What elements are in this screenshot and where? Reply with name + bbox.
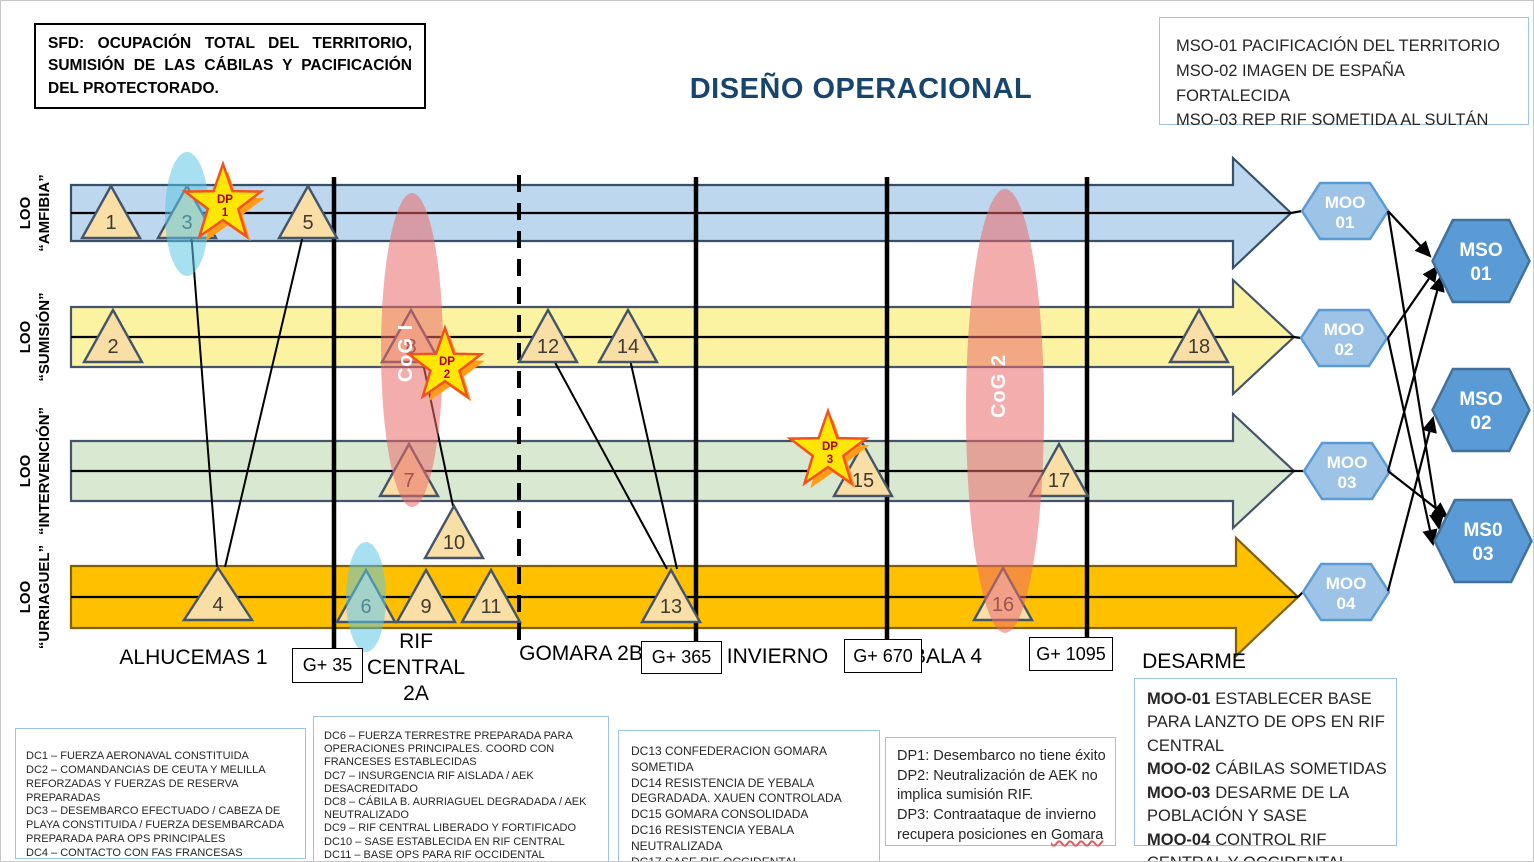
moo-mso-arrow: [1386, 274, 1445, 472]
dc-triangle-17: [1027, 441, 1091, 498]
moo-mso-arrow: [1386, 210, 1445, 531]
time-marker-g670: G+ 670: [844, 639, 922, 673]
dp-legend: DP1: Desembarco no tiene éxito DP2: Neut…: [885, 737, 1116, 846]
cog-ellipse: [381, 193, 443, 507]
moo-mso-arrow: [1387, 470, 1449, 519]
moo-hexagon-label: MOO: [1326, 574, 1367, 593]
mso-hexagon-label: 03: [1472, 544, 1493, 565]
dc-triangle-label-15: 15: [852, 470, 874, 492]
phase-label-alhucemas: ALHUCEMAS 1: [119, 646, 268, 669]
mso-hexagon-label: MSO: [1459, 389, 1502, 410]
loo-label-urriaguel: LOO “URRIAGUEL”: [17, 544, 53, 650]
mso-legend-line: MSO-03 REP RIF SOMETIDA AL SULTÁN: [1176, 111, 1489, 130]
dp-star-1: [181, 160, 265, 240]
dc-triangle-label-10: 10: [443, 532, 465, 554]
dc-triangle-14: [596, 307, 660, 364]
dc-triangle-5: [276, 183, 340, 240]
mso-hexagon-label: 02: [1470, 413, 1491, 434]
mso-hexagon-label: 01: [1470, 264, 1492, 285]
dc-triangle-label-14: 14: [617, 336, 639, 358]
phase-label-rif-central: RIF CENTRAL 2A: [366, 630, 466, 706]
dc-triangle-2: [81, 307, 145, 364]
dc-triangle-1: [79, 183, 143, 240]
dp-star-label-3: DP: [822, 441, 838, 453]
moo-mso-arrow: [1386, 415, 1437, 592]
moo-hexagon-label: 01: [1336, 213, 1355, 232]
connector-line: [224, 230, 305, 568]
phase-label-desarme: DESARME: [1142, 650, 1246, 673]
dp-star-3: [786, 407, 870, 487]
dc-triangle-label-4: 4: [212, 594, 223, 616]
dc-triangle-label-9: 9: [420, 596, 431, 618]
dc-triangle-label-11: 11: [481, 596, 502, 618]
dc-legend-3: DC13 CONFEDERACION GOMARA SOMETIDA DC14 …: [618, 730, 880, 861]
dc-triangle-11: [459, 567, 523, 624]
dp-star-label-2: DP: [439, 356, 455, 368]
moo-hexagon-label: MOO: [1327, 453, 1368, 472]
dc-triangle-label-18: 18: [1188, 336, 1210, 358]
cog-label: CoG 2: [988, 354, 1010, 418]
phase-label-invierno: INVIERNO: [726, 645, 829, 668]
mso-hexagon-label: MS0: [1463, 520, 1502, 541]
dc-legend-2: DC6 – FUERZA TERRESTRE PREPARADA PARA OP…: [313, 716, 609, 861]
moo-hexagon-label: MOO: [1325, 193, 1366, 212]
moo-hexagon-label: 02: [1335, 340, 1354, 359]
moo-hexagon-label: 03: [1338, 473, 1357, 492]
phase-label-gomara: GOMARA 2B: [519, 642, 643, 665]
dc-triangle-10: [422, 503, 486, 560]
moo-hexagon-label: MOO: [1324, 320, 1365, 339]
time-marker-g35: G+ 35: [292, 648, 363, 683]
dc-triangle-18: [1167, 307, 1231, 364]
moo-connector: [1290, 209, 1303, 215]
moo-mso-arrow: [1387, 265, 1439, 339]
moo-hexagon-04: [1301, 562, 1391, 622]
dc-triangle-label-17: 17: [1048, 470, 1070, 492]
dc-triangle-label-12: 12: [537, 336, 559, 358]
connector-line: [550, 354, 668, 570]
mso-hexagon-label: MSO: [1459, 240, 1502, 261]
time-marker-g365: G+ 365: [641, 641, 722, 674]
dc-triangle-13: [639, 567, 703, 624]
time-marker-g1095: G+ 1095: [1029, 637, 1113, 671]
dp-star-label-2: 2: [444, 369, 450, 381]
moo-mso-arrow: [1386, 337, 1438, 547]
cog-label: CoG I: [395, 324, 417, 382]
mso-hexagon-02: [1431, 367, 1531, 453]
dp-star-label-1: DP: [217, 194, 233, 206]
connector-line: [190, 230, 218, 568]
dc-triangle-label-5: 5: [302, 212, 313, 234]
moo-mso-arrow: [1387, 210, 1432, 258]
moo-hexagon-label: 04: [1337, 594, 1356, 613]
moo-hexagon-02: [1299, 308, 1389, 368]
dc-legend-1: DC1 – FUERZA AERONAVAL CONSTITUIDA DC2 –…: [15, 728, 306, 861]
moo-hexagon-03: [1302, 441, 1392, 501]
mso-legend-box: MSO-01 PACIFICACIÓN DEL TERRITORIO MSO-0…: [1159, 17, 1529, 129]
dp-star-label-1: 1: [222, 207, 229, 219]
dc-triangle-9: [394, 567, 458, 624]
page-title: DISEÑO OPERACIONAL: [689, 73, 1033, 105]
dc-triangle-label-1: 1: [105, 212, 116, 234]
highlight-ellipse: [165, 152, 209, 276]
mso-legend-line: MSO-02 IMAGEN DE ESPAÑA FORTALECIDA: [1176, 61, 1405, 105]
mso-legend-line: MSO-01 PACIFICACIÓN DEL TERRITORIO: [1176, 37, 1500, 55]
sfd-statement: SFD: OCUPACIÓN TOTAL DEL TERRITORIO, SUM…: [34, 23, 426, 109]
dc-triangle-4: [181, 565, 255, 622]
dp-star-label-3: 3: [827, 454, 833, 466]
dc-triangle-12: [516, 307, 580, 364]
mso-hexagon-03: [1433, 498, 1533, 584]
dc-triangle-label-2: 2: [107, 336, 118, 358]
connector-line: [628, 354, 678, 570]
dp-star-2: [405, 324, 485, 400]
highlight-ellipse: [346, 542, 386, 652]
cog-ellipse: [966, 189, 1044, 633]
mso-hexagon-01: [1431, 218, 1531, 304]
dc-triangle-label-13: 13: [660, 596, 682, 618]
